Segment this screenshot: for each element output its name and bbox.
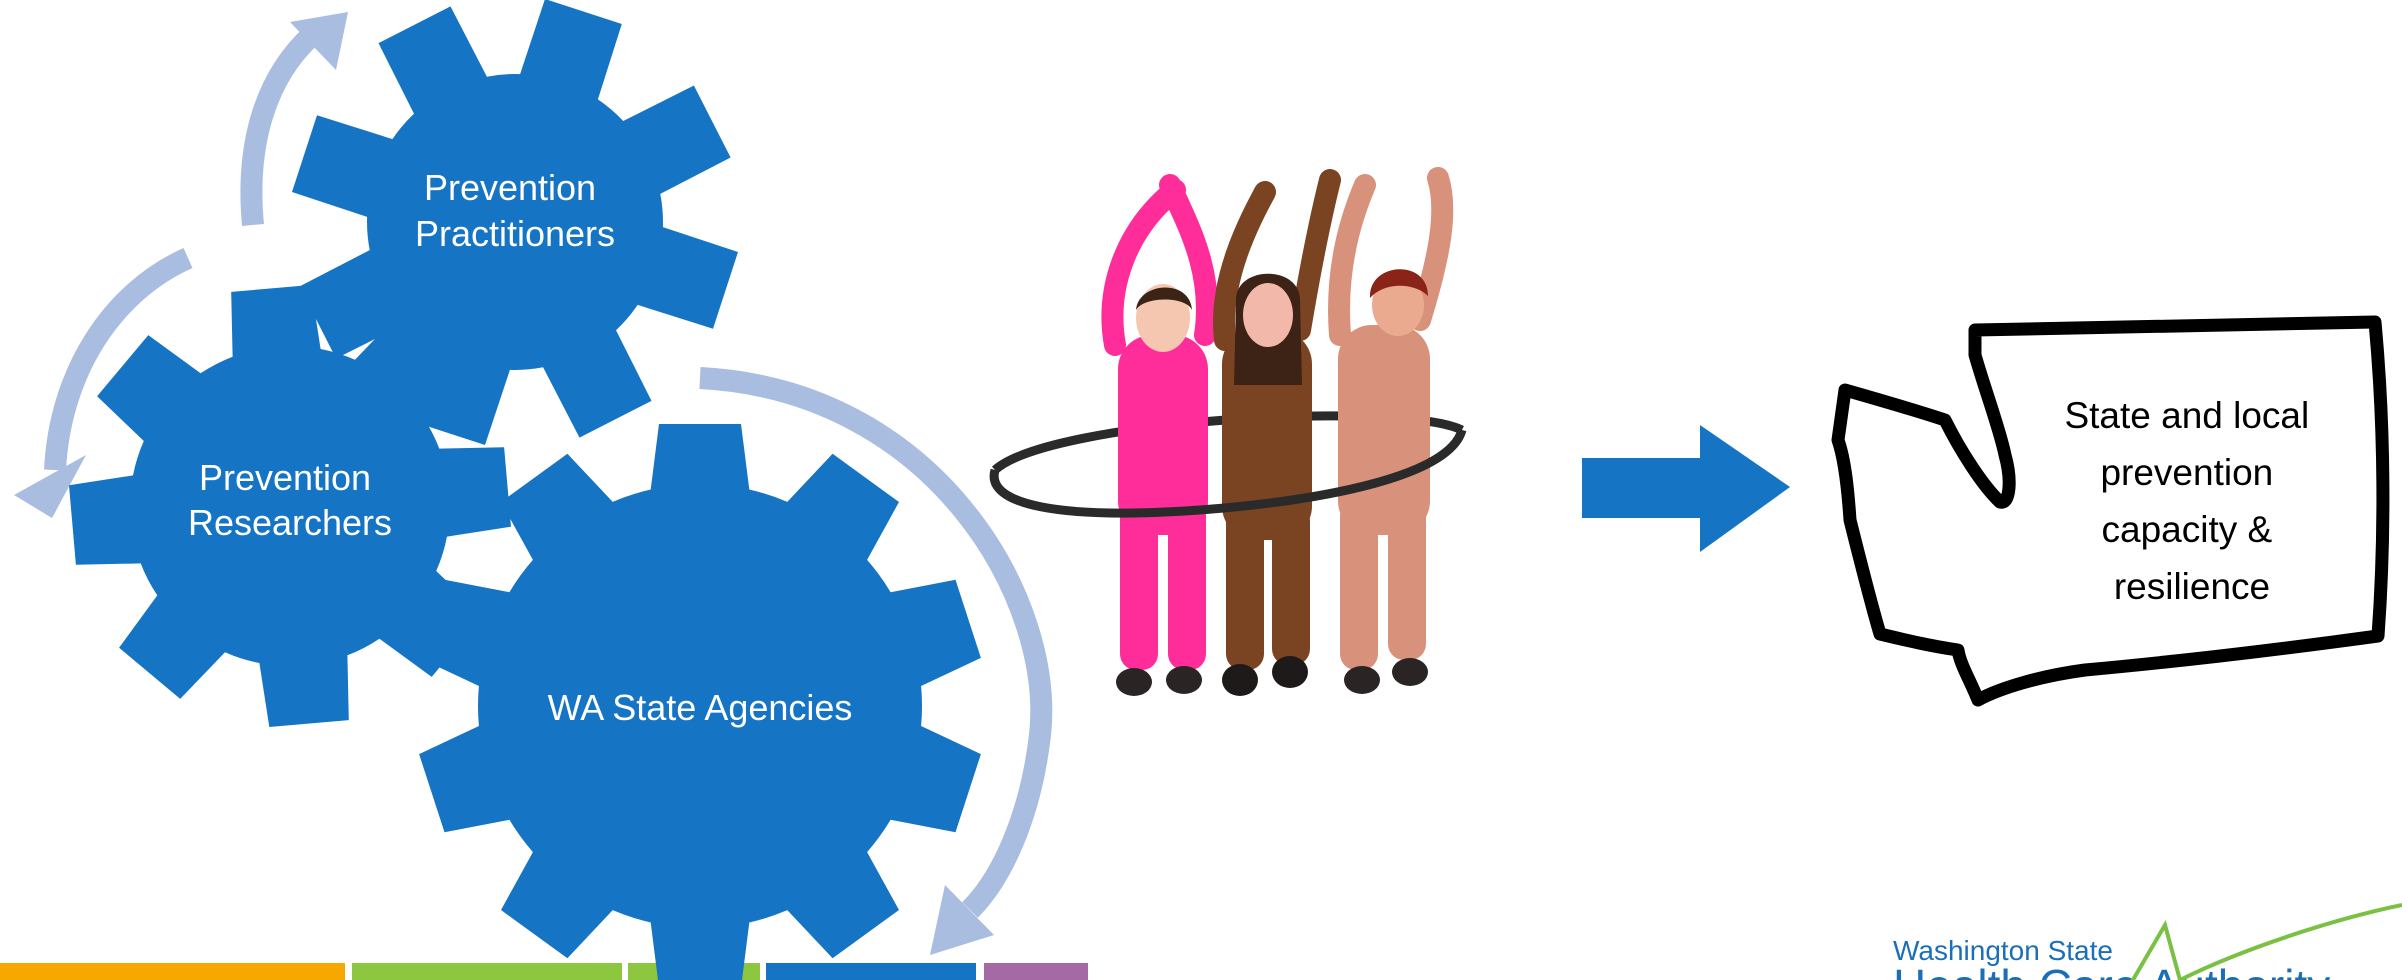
footer-bar-green-1 — [352, 963, 622, 980]
person-tan-shoe-left — [1344, 666, 1380, 694]
person-tan-hair — [1369, 269, 1428, 298]
person-brown — [1213, 169, 1341, 696]
cycle-arrow-right-head — [930, 885, 994, 955]
hoop-front — [989, 428, 1467, 518]
person-pink-hair — [1136, 287, 1192, 310]
person-tan-leg-right — [1388, 500, 1426, 660]
footer-bar-blue — [766, 963, 976, 980]
person-pink — [1101, 174, 1218, 696]
person-pink-arms — [1101, 174, 1218, 356]
person-tan-leg-left — [1340, 500, 1378, 670]
gear-practitioners-label-line2: Practitioners — [415, 213, 615, 254]
person-brown-shoe-right — [1272, 656, 1308, 688]
person-tan-shoe-right — [1392, 658, 1428, 686]
person-tan-head — [1372, 274, 1424, 336]
person-brown-head — [1243, 283, 1293, 347]
hca-logo-line2: Health Care Authority — [1893, 960, 2330, 980]
hca-logo: Washington State Health Care Authority — [1893, 903, 2402, 980]
footer-bar-purple — [984, 963, 1088, 980]
outcome-label-line4: resilience — [2114, 566, 2270, 607]
washington-state-outline — [1831, 315, 2390, 707]
cycle-arrow-left-head — [14, 455, 86, 518]
svg-text:WA State Agencies: WA State Agencies — [548, 687, 853, 728]
gear-researchers-label-line2: Researchers — [188, 502, 392, 543]
svg-text:Prevention Practitioners: Prevention Practitioners — [415, 167, 615, 254]
person-pink-shoe-right — [1166, 666, 1202, 694]
svg-text:State and local prevention: State and local prevention capacity & re… — [2064, 395, 2319, 607]
person-brown-leg-left — [1226, 505, 1264, 670]
footer-bar-orange — [0, 963, 345, 980]
cycle-arrow-right — [699, 367, 1053, 918]
hca-logo-swoosh — [2130, 903, 2402, 980]
gear-researchers-shape — [69, 285, 511, 727]
person-tan — [1328, 167, 1454, 694]
gear-practitioners-label-line1: Prevention — [424, 167, 596, 208]
gear-practitioners: Prevention Practitioners — [292, 0, 738, 445]
cycle-arrow-top — [240, 26, 320, 227]
person-brown-shoe-left — [1222, 664, 1258, 696]
gear-agencies-label: WA State Agencies — [548, 687, 853, 728]
gear-researchers: Prevention Researchers — [69, 285, 511, 727]
footer-color-bars — [0, 963, 1088, 980]
flow-arrow-right — [1582, 425, 1790, 552]
person-tan-arms — [1328, 167, 1454, 346]
person-pink-leg-left — [1120, 500, 1158, 670]
person-brown-leg-right — [1272, 505, 1310, 665]
person-pink-leg-right — [1168, 500, 1206, 670]
gear-agencies: WA State Agencies — [419, 424, 981, 980]
gear-practitioners-shape — [292, 0, 738, 445]
outcome-label-line1: State and local — [2064, 395, 2309, 436]
hula-hoop-people-illustration — [989, 167, 1467, 696]
cycle-arrows — [14, 12, 1053, 955]
outcome-label-line2: prevention — [2100, 452, 2273, 493]
svg-text:Prevention Researchers: Prevention Researchers — [188, 457, 392, 543]
hca-logo-line1: Washington State — [1893, 935, 2113, 966]
person-pink-shoe-left — [1116, 668, 1152, 696]
cycle-arrow-left — [44, 247, 193, 471]
gear-researchers-label-line1: Prevention — [199, 457, 371, 498]
person-brown-arms — [1213, 169, 1341, 351]
gear-agencies-shape — [419, 424, 981, 980]
person-pink-body — [1118, 335, 1208, 535]
outcome-label-line3: capacity & — [2102, 509, 2273, 550]
cycle-arrow-top-head — [290, 12, 348, 70]
